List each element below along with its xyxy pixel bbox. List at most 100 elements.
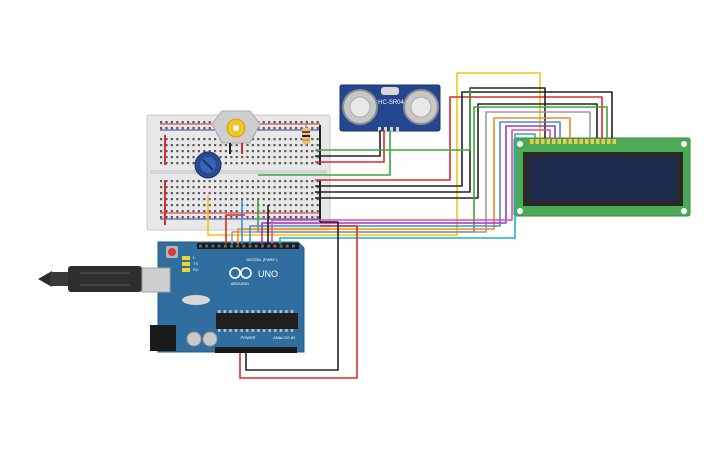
wire-yellow-lcd[interactable] bbox=[207, 72, 541, 236]
digital-pin[interactable] bbox=[273, 244, 277, 248]
breadboard-hole bbox=[278, 121, 281, 124]
wire-black-lcd-1[interactable] bbox=[315, 91, 613, 187]
breadboard-hole bbox=[214, 192, 217, 195]
breadboard-hole bbox=[284, 186, 287, 189]
breadboard-hole bbox=[262, 156, 265, 159]
lcd-pin[interactable] bbox=[557, 139, 562, 144]
breadboard-hole bbox=[305, 180, 308, 183]
wire-green-sensor-echo[interactable] bbox=[258, 130, 391, 176]
breadboard-hole bbox=[257, 192, 260, 195]
digital-header[interactable] bbox=[197, 243, 299, 249]
breadboard-hole bbox=[235, 186, 238, 189]
reset-button-cap[interactable] bbox=[168, 248, 176, 256]
digital-pin[interactable] bbox=[267, 244, 271, 248]
digital-pin[interactable] bbox=[242, 244, 246, 248]
digital-pin[interactable] bbox=[254, 244, 258, 248]
lcd-pin[interactable] bbox=[546, 139, 551, 144]
potentiometer[interactable] bbox=[194, 151, 222, 179]
breadboard-hole bbox=[273, 156, 276, 159]
breadboard-hole bbox=[278, 162, 281, 165]
breadboard-hole bbox=[262, 192, 265, 195]
digital-pin[interactable] bbox=[199, 244, 202, 248]
breadboard-hole bbox=[235, 204, 238, 207]
digital-pin[interactable] bbox=[230, 244, 233, 248]
breadboard-hole bbox=[208, 150, 211, 153]
usb-connector[interactable] bbox=[68, 266, 142, 292]
digital-pin[interactable] bbox=[205, 244, 209, 248]
chip-leg bbox=[234, 329, 238, 332]
breadboard-hole bbox=[241, 180, 244, 183]
breadboard-hole bbox=[295, 156, 298, 159]
lcd-pin[interactable] bbox=[579, 139, 584, 144]
wire-red-sensor-vcc[interactable] bbox=[315, 130, 385, 163]
wire-gray-lcd[interactable] bbox=[231, 111, 591, 244]
dc-motor[interactable] bbox=[211, 110, 261, 154]
power-jack[interactable] bbox=[150, 325, 176, 351]
breadboard-hole bbox=[165, 192, 168, 195]
breadboard-hole bbox=[219, 150, 222, 153]
breadboard-hole bbox=[262, 204, 265, 207]
digital-pin[interactable] bbox=[285, 244, 289, 248]
sensor-pin[interactable] bbox=[390, 127, 393, 133]
resistor[interactable] bbox=[302, 124, 310, 146]
arduino-uno[interactable]: L TX RX UNO ARDUINO DIGITAL (PWM~) POWER… bbox=[38, 241, 305, 353]
capacitor-1 bbox=[186, 331, 202, 347]
lcd-pin[interactable] bbox=[563, 139, 567, 144]
breadboard-hole bbox=[224, 162, 227, 165]
wire-red-breadboard[interactable] bbox=[225, 214, 245, 244]
sensor-pin[interactable] bbox=[384, 127, 387, 133]
digital-pin[interactable] bbox=[223, 244, 227, 248]
wire-black-ground[interactable] bbox=[245, 221, 339, 371]
wire-black-sensor-gnd[interactable] bbox=[315, 130, 381, 157]
wire-green-lcd-top[interactable] bbox=[315, 88, 471, 151]
breadboard-hole bbox=[289, 138, 292, 141]
digital-pin[interactable] bbox=[236, 244, 240, 248]
breadboard-hole bbox=[278, 210, 281, 213]
lcd-pin[interactable] bbox=[601, 139, 606, 144]
breadboard-hole bbox=[208, 138, 211, 141]
breadboard-hole bbox=[208, 186, 211, 189]
sensor-pin[interactable] bbox=[396, 127, 399, 133]
breadboard-hole bbox=[160, 144, 163, 147]
breadboard-hole bbox=[214, 210, 217, 213]
breadboard-hole bbox=[165, 180, 168, 183]
wire-red-power[interactable] bbox=[239, 225, 358, 379]
lcd-pin[interactable] bbox=[568, 139, 573, 144]
breadboard-hole bbox=[273, 127, 276, 130]
breadboard-hole bbox=[165, 138, 168, 141]
power-analog-header[interactable] bbox=[215, 347, 297, 353]
breadboard-hole bbox=[203, 198, 206, 201]
lcd-display[interactable] bbox=[513, 137, 691, 217]
digital-pin[interactable] bbox=[292, 244, 295, 248]
digital-pin[interactable] bbox=[211, 244, 215, 248]
digital-pin[interactable] bbox=[248, 244, 252, 248]
wire-red-lcd[interactable] bbox=[315, 96, 603, 181]
wire-cyan-lcd[interactable] bbox=[279, 133, 536, 244]
digital-pin[interactable] bbox=[217, 244, 221, 248]
lcd-pin[interactable] bbox=[607, 139, 611, 144]
lcd-pin[interactable] bbox=[530, 139, 534, 144]
lcd-pin[interactable] bbox=[596, 139, 600, 144]
lcd-pin[interactable] bbox=[612, 139, 617, 144]
wire-black-lcd-3[interactable] bbox=[315, 103, 598, 199]
wire-pink-lcd[interactable] bbox=[271, 129, 551, 244]
lcd-pin[interactable] bbox=[541, 139, 545, 144]
digital-pin[interactable] bbox=[279, 244, 283, 248]
wire-blue-lcd[interactable] bbox=[249, 121, 561, 244]
digital-pin[interactable] bbox=[261, 244, 264, 248]
lcd-pin[interactable] bbox=[535, 139, 540, 144]
breadboard-hole bbox=[257, 198, 260, 201]
lcd-pin[interactable] bbox=[574, 139, 578, 144]
breadboard-hole bbox=[300, 162, 303, 165]
lcd-screen bbox=[530, 157, 676, 201]
lcd-pin[interactable] bbox=[590, 139, 595, 144]
breadboard-hole bbox=[311, 198, 314, 201]
wire-orange-lcd[interactable] bbox=[237, 117, 571, 244]
breadboard[interactable] bbox=[146, 114, 331, 231]
breadboard-hole bbox=[235, 198, 238, 201]
lcd-pin[interactable] bbox=[552, 139, 556, 144]
breadboard-hole bbox=[192, 144, 195, 147]
wire-purple-lcd[interactable] bbox=[261, 125, 556, 244]
lcd-pin[interactable] bbox=[585, 139, 589, 144]
ultrasonic-sensor[interactable]: HC-SR04 bbox=[339, 84, 441, 133]
